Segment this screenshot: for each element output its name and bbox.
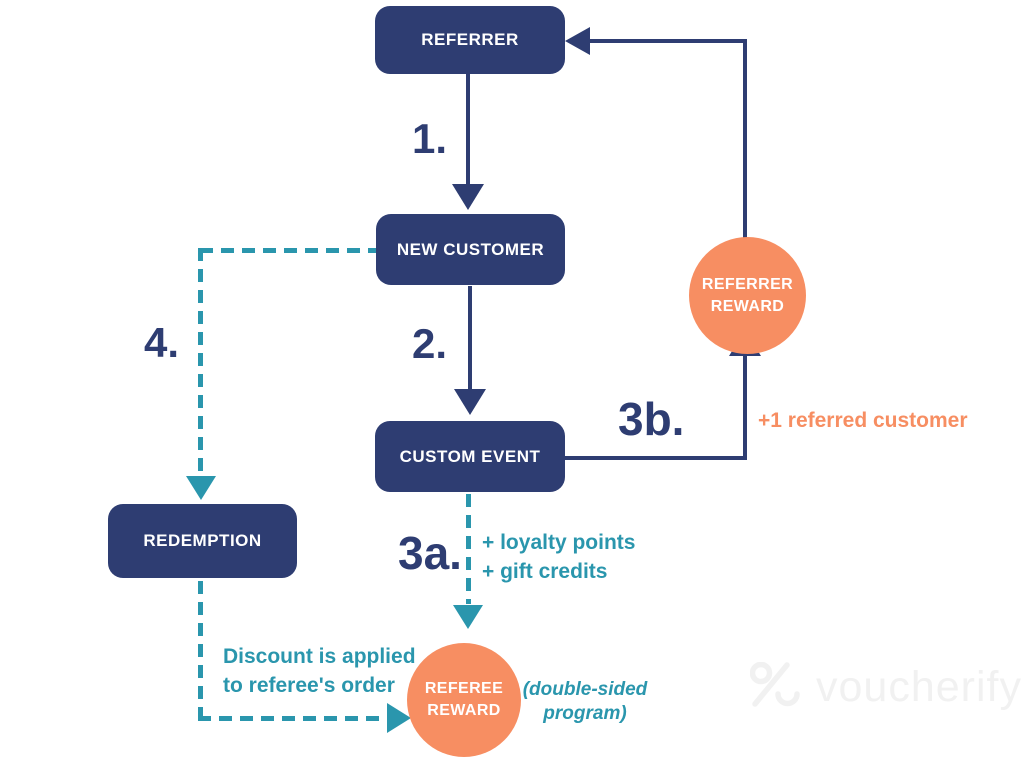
step-label-1: 1.	[412, 115, 448, 162]
node-referrer: REFERRER	[375, 6, 565, 74]
arrowhead-step4-icon	[186, 476, 216, 500]
node-referrer-reward-label-line1: REFERRER	[701, 275, 794, 293]
node-referee-reward: REFEREE REWARD	[407, 643, 521, 757]
node-referee-reward-label-line1: REFEREE	[424, 680, 504, 697]
node-redemption: REDEMPTION	[108, 504, 297, 578]
node-new-customer: NEW CUSTOMER	[376, 214, 565, 285]
node-referrer-label: REFERRER	[421, 30, 519, 49]
connector-step1-shaft	[466, 74, 470, 188]
annotation-loyalty-points: + loyalty points	[482, 531, 636, 554]
dashed-step4-vertical	[198, 248, 203, 476]
node-redemption-label: REDEMPTION	[143, 531, 262, 550]
annotation-referred-customer: +1 referred customer	[758, 409, 968, 432]
step-label-4: 4.	[144, 319, 180, 366]
connector-reward-to-referrer-horizontal	[589, 39, 747, 43]
arrowhead-into-referrer-icon	[565, 27, 590, 55]
node-custom-event: CUSTOM EVENT	[375, 421, 565, 492]
annotation-double-sided-line1: (double-sided	[522, 679, 648, 700]
dashed-redemption-horizontal	[198, 716, 385, 721]
annotation-double-sided-line2: program)	[543, 703, 627, 724]
node-new-customer-label: NEW CUSTOMER	[396, 239, 545, 259]
annotation-discount-line2: to referee's order	[223, 674, 395, 697]
annotation-discount: Discount is applied to referee's order	[223, 642, 416, 700]
connector-step2-shaft	[468, 286, 472, 392]
connector-reward-to-referrer-vertical	[743, 39, 747, 239]
step-label-3a: 3a.	[398, 527, 462, 579]
annotation-double-sided: (double-sided program)	[515, 678, 655, 726]
node-referee-reward-label-line2: REWARD	[427, 702, 501, 719]
node-referrer-reward: REFERRER REWARD	[689, 237, 806, 354]
connector-step3b-vertical	[743, 354, 747, 460]
connector-step3b-horizontal	[565, 456, 747, 460]
arrowhead-step2-icon	[454, 389, 486, 415]
annotation-rewards-3a: + loyalty points + gift credits	[482, 528, 635, 586]
step-label-3b: 3b.	[618, 393, 685, 445]
dashed-step4-horizontal	[200, 248, 376, 253]
percent-logo-icon	[750, 662, 800, 707]
arrowhead-step3a-icon	[453, 605, 483, 629]
voucherify-watermark: voucherify	[750, 662, 1022, 712]
dashed-redemption-vertical	[198, 581, 203, 716]
annotation-discount-line1: Discount is applied	[223, 645, 416, 668]
voucherify-wordmark: voucherify	[816, 662, 1022, 711]
annotation-gift-credits: + gift credits	[482, 560, 608, 583]
arrowhead-step1-icon	[452, 184, 484, 210]
step-label-2: 2.	[412, 320, 448, 367]
node-referrer-reward-label-line2: REWARD	[710, 297, 785, 315]
node-custom-event-label: CUSTOM EVENT	[399, 446, 541, 466]
dashed-step3a-vertical	[466, 494, 471, 604]
